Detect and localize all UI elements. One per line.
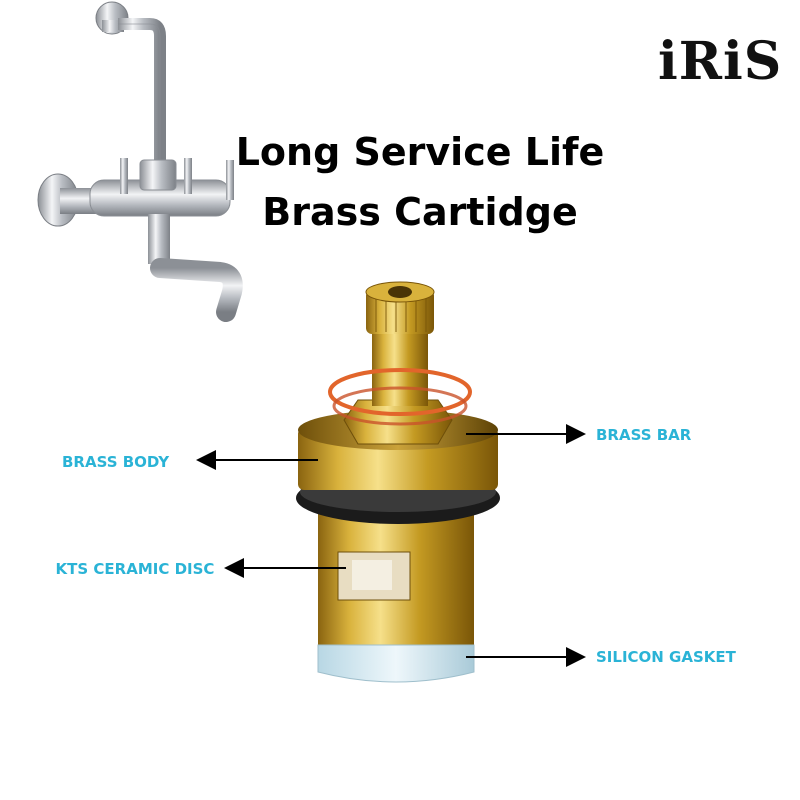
- headline: Long Service Life Brass Cartidge: [200, 122, 640, 242]
- brand-logo: iRiS: [658, 31, 783, 92]
- callout-kts-ceramic-disc: KTS CERAMIC DISC: [55, 560, 215, 578]
- callout-silicon-gasket: SILICON GASKET: [596, 648, 736, 666]
- callout-brass-body: BRASS BODY: [62, 453, 170, 471]
- callout-brass-bar: BRASS BAR: [596, 426, 692, 444]
- headline-line-1: Long Service Life: [235, 130, 605, 174]
- headline-line-2: Brass Cartidge: [262, 190, 578, 234]
